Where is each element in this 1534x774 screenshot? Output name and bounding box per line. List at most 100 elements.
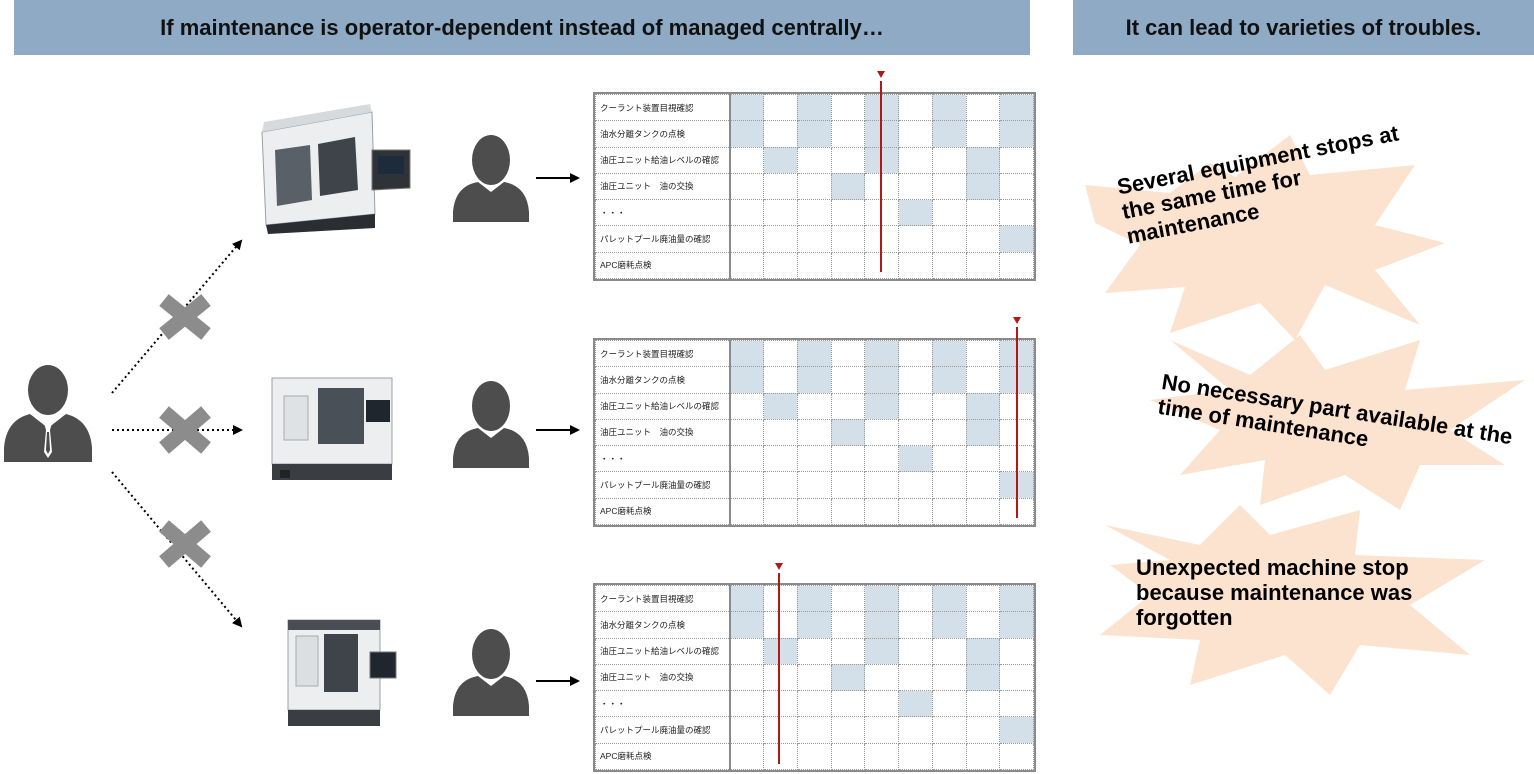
empty-cell <box>864 690 900 718</box>
empty-cell <box>965 611 1001 639</box>
empty-cell <box>931 716 967 744</box>
empty-cell <box>965 445 1001 473</box>
scheduled-cell <box>729 584 765 613</box>
empty-cell <box>999 742 1034 771</box>
empty-cell <box>796 225 832 253</box>
empty-cell <box>830 742 866 771</box>
empty-cell <box>898 742 933 771</box>
empty-cell <box>965 742 1001 771</box>
empty-cell <box>898 120 933 148</box>
empty-cell <box>931 172 967 201</box>
task-label: パレットプール廃油量の確認 <box>595 716 731 744</box>
schedule-row: クーラント装置目視確認 <box>595 584 1034 613</box>
empty-cell <box>763 225 798 253</box>
empty-cell <box>965 120 1001 148</box>
empty-cell <box>830 497 866 526</box>
scheduled-cell <box>931 584 967 613</box>
empty-cell <box>931 471 967 499</box>
empty-cell <box>830 584 866 613</box>
schedule-row: 油水分離タンクの点検 <box>595 611 1034 639</box>
empty-cell <box>931 497 967 526</box>
empty-cell <box>729 146 765 174</box>
empty-cell <box>763 445 798 473</box>
empty-cell <box>864 663 900 692</box>
empty-cell <box>796 716 832 744</box>
arrow-icon <box>536 173 580 686</box>
scheduled-cell <box>965 172 1001 201</box>
scheduled-cell <box>965 418 1001 447</box>
scheduled-cell <box>931 120 967 148</box>
scheduled-cell <box>830 172 866 201</box>
empty-cell <box>898 471 933 499</box>
empty-cell <box>729 471 765 499</box>
scheduled-cell <box>830 663 866 692</box>
empty-cell <box>931 690 967 718</box>
schedule-row: パレットプール廃油量の確認 <box>595 225 1034 253</box>
burst-shape <box>1150 335 1525 510</box>
schedule-row: 油圧ユニット 油の交換 <box>595 663 1034 692</box>
schedule-row: 油圧ユニット 油の交換 <box>595 172 1034 201</box>
empty-cell <box>898 418 933 447</box>
empty-cell <box>965 366 1001 394</box>
schedule-row: 油水分離タンクの点検 <box>595 120 1034 148</box>
empty-cell <box>931 445 967 473</box>
task-label: パレットプール廃油量の確認 <box>595 471 731 499</box>
task-label: 油圧ユニット給油レベルの確認 <box>595 392 731 420</box>
scheduled-cell <box>965 637 1001 665</box>
scheduled-cell <box>999 93 1034 122</box>
empty-cell <box>931 742 967 771</box>
empty-cell <box>763 339 798 368</box>
task-label: 油圧ユニット給油レベルの確認 <box>595 637 731 665</box>
schedule-row: 油水分離タンクの点検 <box>595 366 1034 394</box>
scheduled-cell <box>763 392 798 420</box>
empty-cell <box>830 637 866 665</box>
scheduled-cell <box>796 584 832 613</box>
header-right-title: It can lead to varieties of troubles. <box>1073 0 1534 55</box>
empty-cell <box>796 445 832 473</box>
empty-cell <box>796 471 832 499</box>
empty-cell <box>830 366 866 394</box>
empty-cell <box>999 199 1034 227</box>
scheduled-cell <box>864 611 900 639</box>
task-label: 油圧ユニット給油レベルの確認 <box>595 146 731 174</box>
task-label: クーラント装置目視確認 <box>595 93 731 122</box>
empty-cell <box>931 225 967 253</box>
empty-cell <box>931 251 967 280</box>
empty-cell <box>763 742 798 771</box>
empty-cell <box>830 690 866 718</box>
machine-tool-image <box>271 377 393 480</box>
empty-cell <box>965 584 1001 613</box>
empty-cell <box>729 663 765 692</box>
empty-cell <box>796 742 832 771</box>
empty-cell <box>729 637 765 665</box>
scheduled-cell <box>796 366 832 394</box>
empty-cell <box>999 172 1034 201</box>
empty-cell <box>729 199 765 227</box>
empty-cell <box>898 584 933 613</box>
maintenance-schedule-table: クーラント装置目視確認油水分離タンクの点検油圧ユニット給油レベルの確認油圧ユニッ… <box>593 338 1036 527</box>
empty-cell <box>864 497 900 526</box>
empty-cell <box>898 93 933 122</box>
empty-cell <box>729 392 765 420</box>
blocked-x-icon <box>159 520 211 568</box>
schedule-row: APC磨耗点検 <box>595 251 1034 280</box>
empty-cell <box>830 611 866 639</box>
scheduled-cell <box>729 120 765 148</box>
schedule-row: ・・・ <box>595 199 1034 227</box>
trouble-burst: Unexpected machine stop because maintena… <box>1100 505 1490 700</box>
empty-cell <box>763 663 798 692</box>
empty-cell <box>999 690 1034 718</box>
empty-cell <box>796 251 832 280</box>
task-label: 油水分離タンクの点検 <box>595 120 731 148</box>
operator-person-icon <box>453 629 529 716</box>
task-label: APC磨耗点検 <box>595 497 731 526</box>
manager-person-icon <box>4 365 92 462</box>
task-label: 油水分離タンクの点検 <box>595 366 731 394</box>
empty-cell <box>796 418 832 447</box>
empty-cell <box>796 637 832 665</box>
scheduled-cell <box>729 93 765 122</box>
empty-cell <box>729 742 765 771</box>
scheduled-cell <box>796 611 832 639</box>
empty-cell <box>864 445 900 473</box>
empty-cell <box>729 716 765 744</box>
